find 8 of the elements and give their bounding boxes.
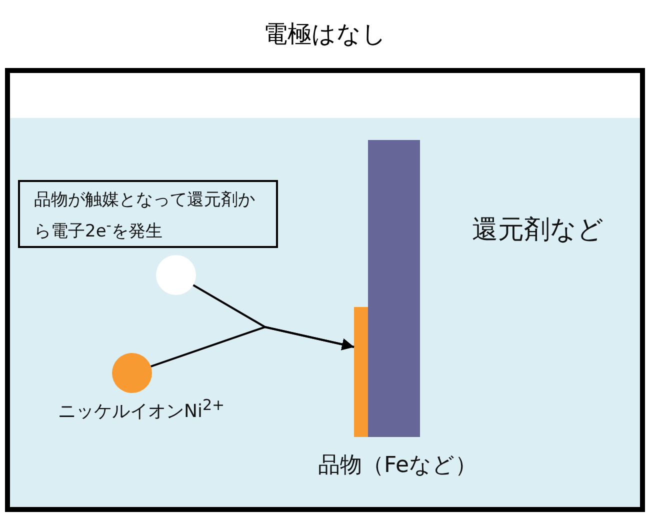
title: 電極はなし [262,19,388,50]
text-box: 品物が触媒となって還元剤から電子2e$^{-}$を発生 [18,180,278,248]
workpiece-bar [368,140,420,437]
workpiece-label: 品物（Feなど） [318,452,478,480]
ion-label: ニッケルイオンNi$^{2+}$ [58,396,226,423]
solution-label: 還元剤など [472,214,604,247]
plating-layer [354,307,368,437]
arrow [150,326,354,368]
